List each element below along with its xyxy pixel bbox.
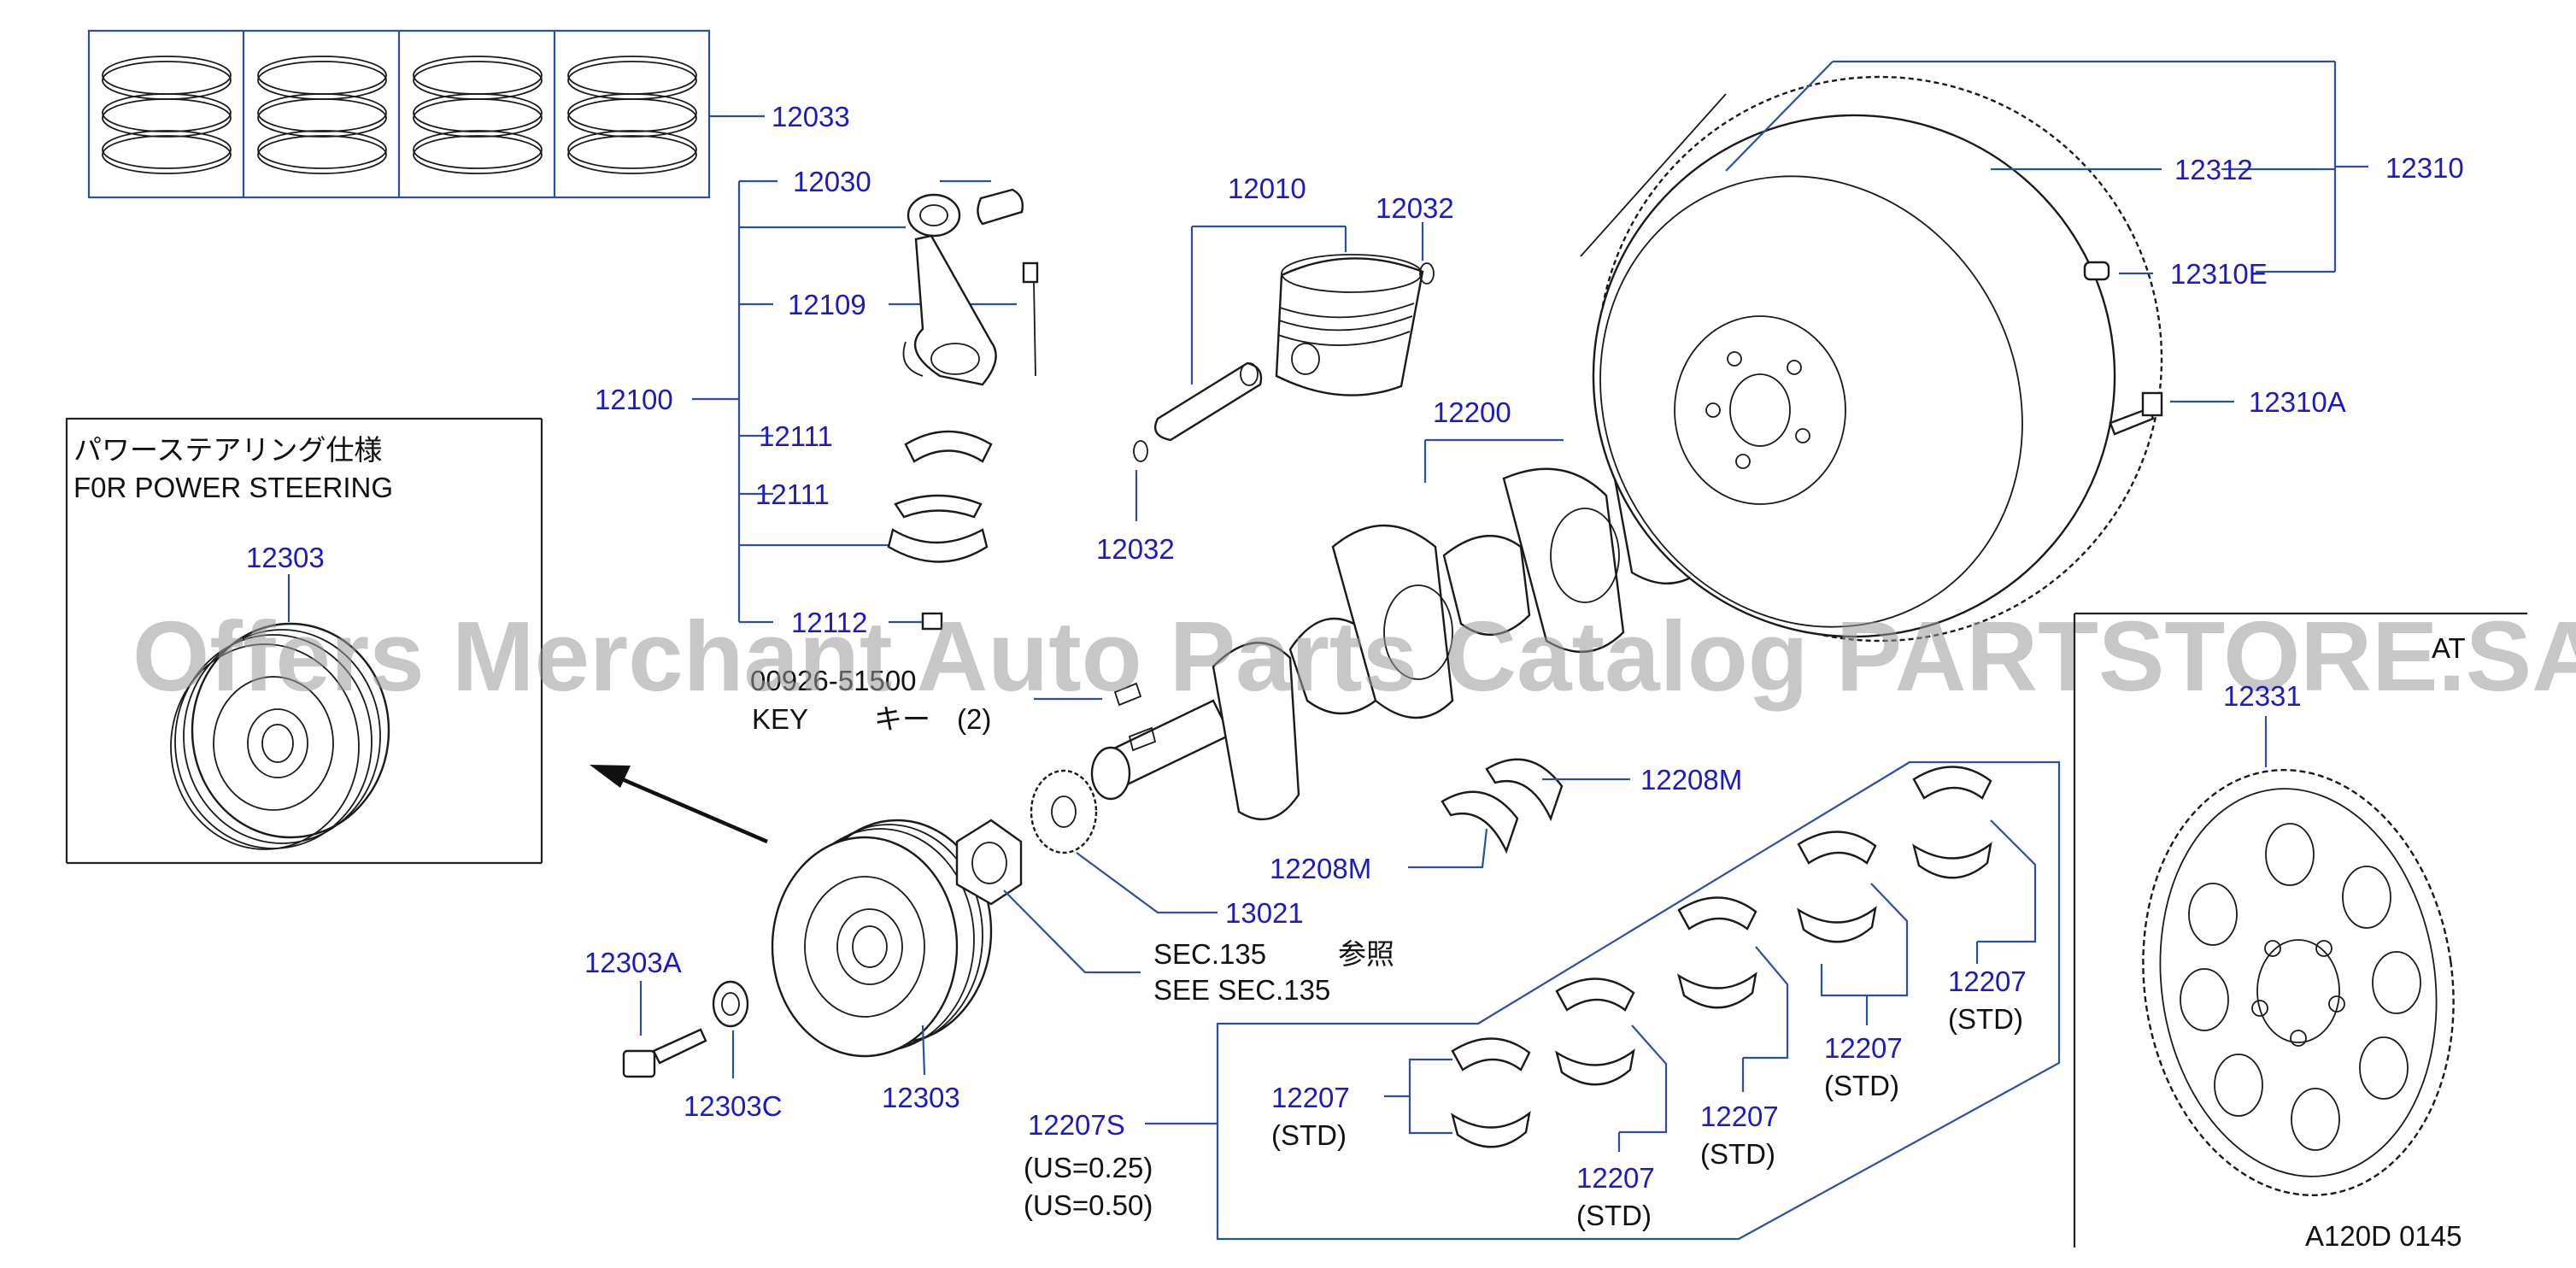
part-number-12111-upper[interactable]: 12111	[759, 420, 833, 452]
key-label-jp: キー	[874, 703, 930, 735]
sprocket-leaders	[1003, 852, 1218, 974]
crank-sprocket-icon	[1030, 769, 1098, 854]
part-number-13021[interactable]: 13021	[1225, 897, 1304, 929]
part-number-12310A[interactable]: 12310A	[2249, 386, 2346, 418]
thrust-bearing-leaders	[1408, 778, 1630, 869]
undersize-050: (US=0.50)	[1024, 1189, 1153, 1221]
snap-ring-icon	[1133, 262, 1435, 462]
piston-group-bracket	[1135, 222, 1424, 521]
main-bearing-pair-2	[1555, 977, 1668, 1152]
part-number-12207-1[interactable]: 12207	[1271, 1082, 1350, 1113]
piston-ring-icon	[413, 56, 543, 174]
part-number-12207-2[interactable]: 12207	[1576, 1162, 1655, 1194]
power-steering-inset	[65, 417, 543, 865]
part-number-12207-4[interactable]: 12207	[1824, 1032, 1903, 1064]
key-part-number[interactable]: 00926-51500	[750, 665, 917, 696]
part-number-12033[interactable]: 12033	[772, 101, 850, 132]
crank-pulley-leaders	[639, 981, 926, 1078]
part-number-12303-inset[interactable]: 12303	[246, 542, 325, 573]
part-number-12207-3[interactable]: 12207	[1700, 1101, 1779, 1132]
main-bearing-pair-5	[1912, 766, 2037, 964]
part-number-12030[interactable]: 12030	[793, 166, 871, 197]
at-inset-frame	[2073, 612, 2527, 1247]
std-label-4: (STD)	[1824, 1070, 1899, 1101]
rod-bearing-icon	[887, 430, 993, 563]
connecting-rod-group-bracket	[692, 179, 1017, 624]
crank-pulley-icon	[771, 819, 993, 1058]
main-bearing-pair-4	[1797, 831, 1909, 1025]
key-quantity: (2)	[957, 703, 991, 735]
part-number-12207-5[interactable]: 12207	[1948, 966, 2027, 997]
piston-pin-icon	[1153, 361, 1263, 442]
at-label: AT	[2432, 632, 2466, 664]
main-bearing-pair-1	[1384, 1037, 1531, 1148]
part-number-12200[interactable]: 12200	[1433, 396, 1511, 428]
part-number-12303[interactable]: 12303	[882, 1082, 960, 1113]
part-number-12010[interactable]: 12010	[1228, 173, 1306, 204]
part-number-12303A[interactable]: 12303A	[584, 947, 682, 978]
diagram-code: A120D 0145	[2305, 1220, 2462, 1252]
key-label: KEY	[752, 703, 808, 735]
crankshaft-leader	[1423, 438, 1564, 483]
piston-ring-icon	[567, 56, 697, 174]
piston-ring-set-box	[87, 29, 765, 199]
washer-icon	[712, 980, 749, 1028]
std-label-3: (STD)	[1700, 1138, 1775, 1170]
std-label-2: (STD)	[1576, 1200, 1652, 1231]
part-number-12111-lower[interactable]: 12111	[755, 478, 830, 510]
std-label-1: (STD)	[1271, 1119, 1347, 1151]
part-number-12310E[interactable]: 12310E	[2170, 258, 2268, 290]
part-number-12208M-lower[interactable]: 12208M	[1270, 853, 1371, 884]
pulley-bolt-icon	[622, 1028, 707, 1078]
part-number-12331[interactable]: 12331	[2223, 680, 2302, 712]
main-bearing-pair-3	[1677, 896, 1789, 1092]
connecting-rod-icon	[902, 188, 1039, 386]
part-number-12312[interactable]: 12312	[2174, 154, 2253, 185]
arrow-icon	[590, 765, 768, 844]
piston-ring-icon	[257, 56, 387, 174]
sec-reference-jp: 参照	[1338, 938, 1394, 970]
inset-title-en: F0R POWER STEERING	[73, 472, 393, 503]
part-number-12032-bottom[interactable]: 12032	[1096, 533, 1175, 565]
spacer-icon	[955, 819, 1023, 906]
dowel-pin-icon	[2083, 261, 2110, 281]
drive-plate-icon	[2142, 768, 2455, 1197]
rod-nut-icon	[921, 612, 943, 631]
sec-reference[interactable]: SEC.135	[1153, 938, 1266, 970]
std-label-5: (STD)	[1948, 1003, 2023, 1035]
key-icon	[1113, 682, 1157, 752]
part-number-12303C[interactable]: 12303C	[684, 1090, 783, 1122]
flywheel-icon	[1580, 75, 2163, 643]
part-number-12032-top[interactable]: 12032	[1376, 192, 1454, 224]
inset-title-jp: パワーステアリング仕様	[73, 434, 382, 466]
part-number-12100[interactable]: 12100	[595, 384, 673, 415]
piston-ring-icon	[102, 56, 232, 174]
main-bearing-set-box	[1145, 760, 2061, 1241]
part-number-12207S[interactable]: 12207S	[1028, 1109, 1125, 1141]
part-number-12109[interactable]: 12109	[788, 289, 866, 320]
undersize-025: (US=0.25)	[1024, 1152, 1153, 1183]
power-steering-pulley-icon	[170, 622, 390, 850]
flywheel-leaders	[1725, 60, 2368, 403]
watermark: Offers Merchant Auto Parts Catalog PARTS…	[132, 601, 2576, 712]
part-number-12208M-upper[interactable]: 12208M	[1640, 764, 1742, 795]
thrust-bearing-icon	[1441, 758, 1564, 854]
part-number-12310[interactable]: 12310	[2385, 152, 2464, 184]
piston-icon	[1275, 254, 1424, 396]
flywheel-bolt-icon	[2109, 391, 2163, 436]
part-number-12112[interactable]: 12112	[791, 607, 867, 638]
see-sec-reference[interactable]: SEE SEC.135	[1153, 974, 1330, 1006]
